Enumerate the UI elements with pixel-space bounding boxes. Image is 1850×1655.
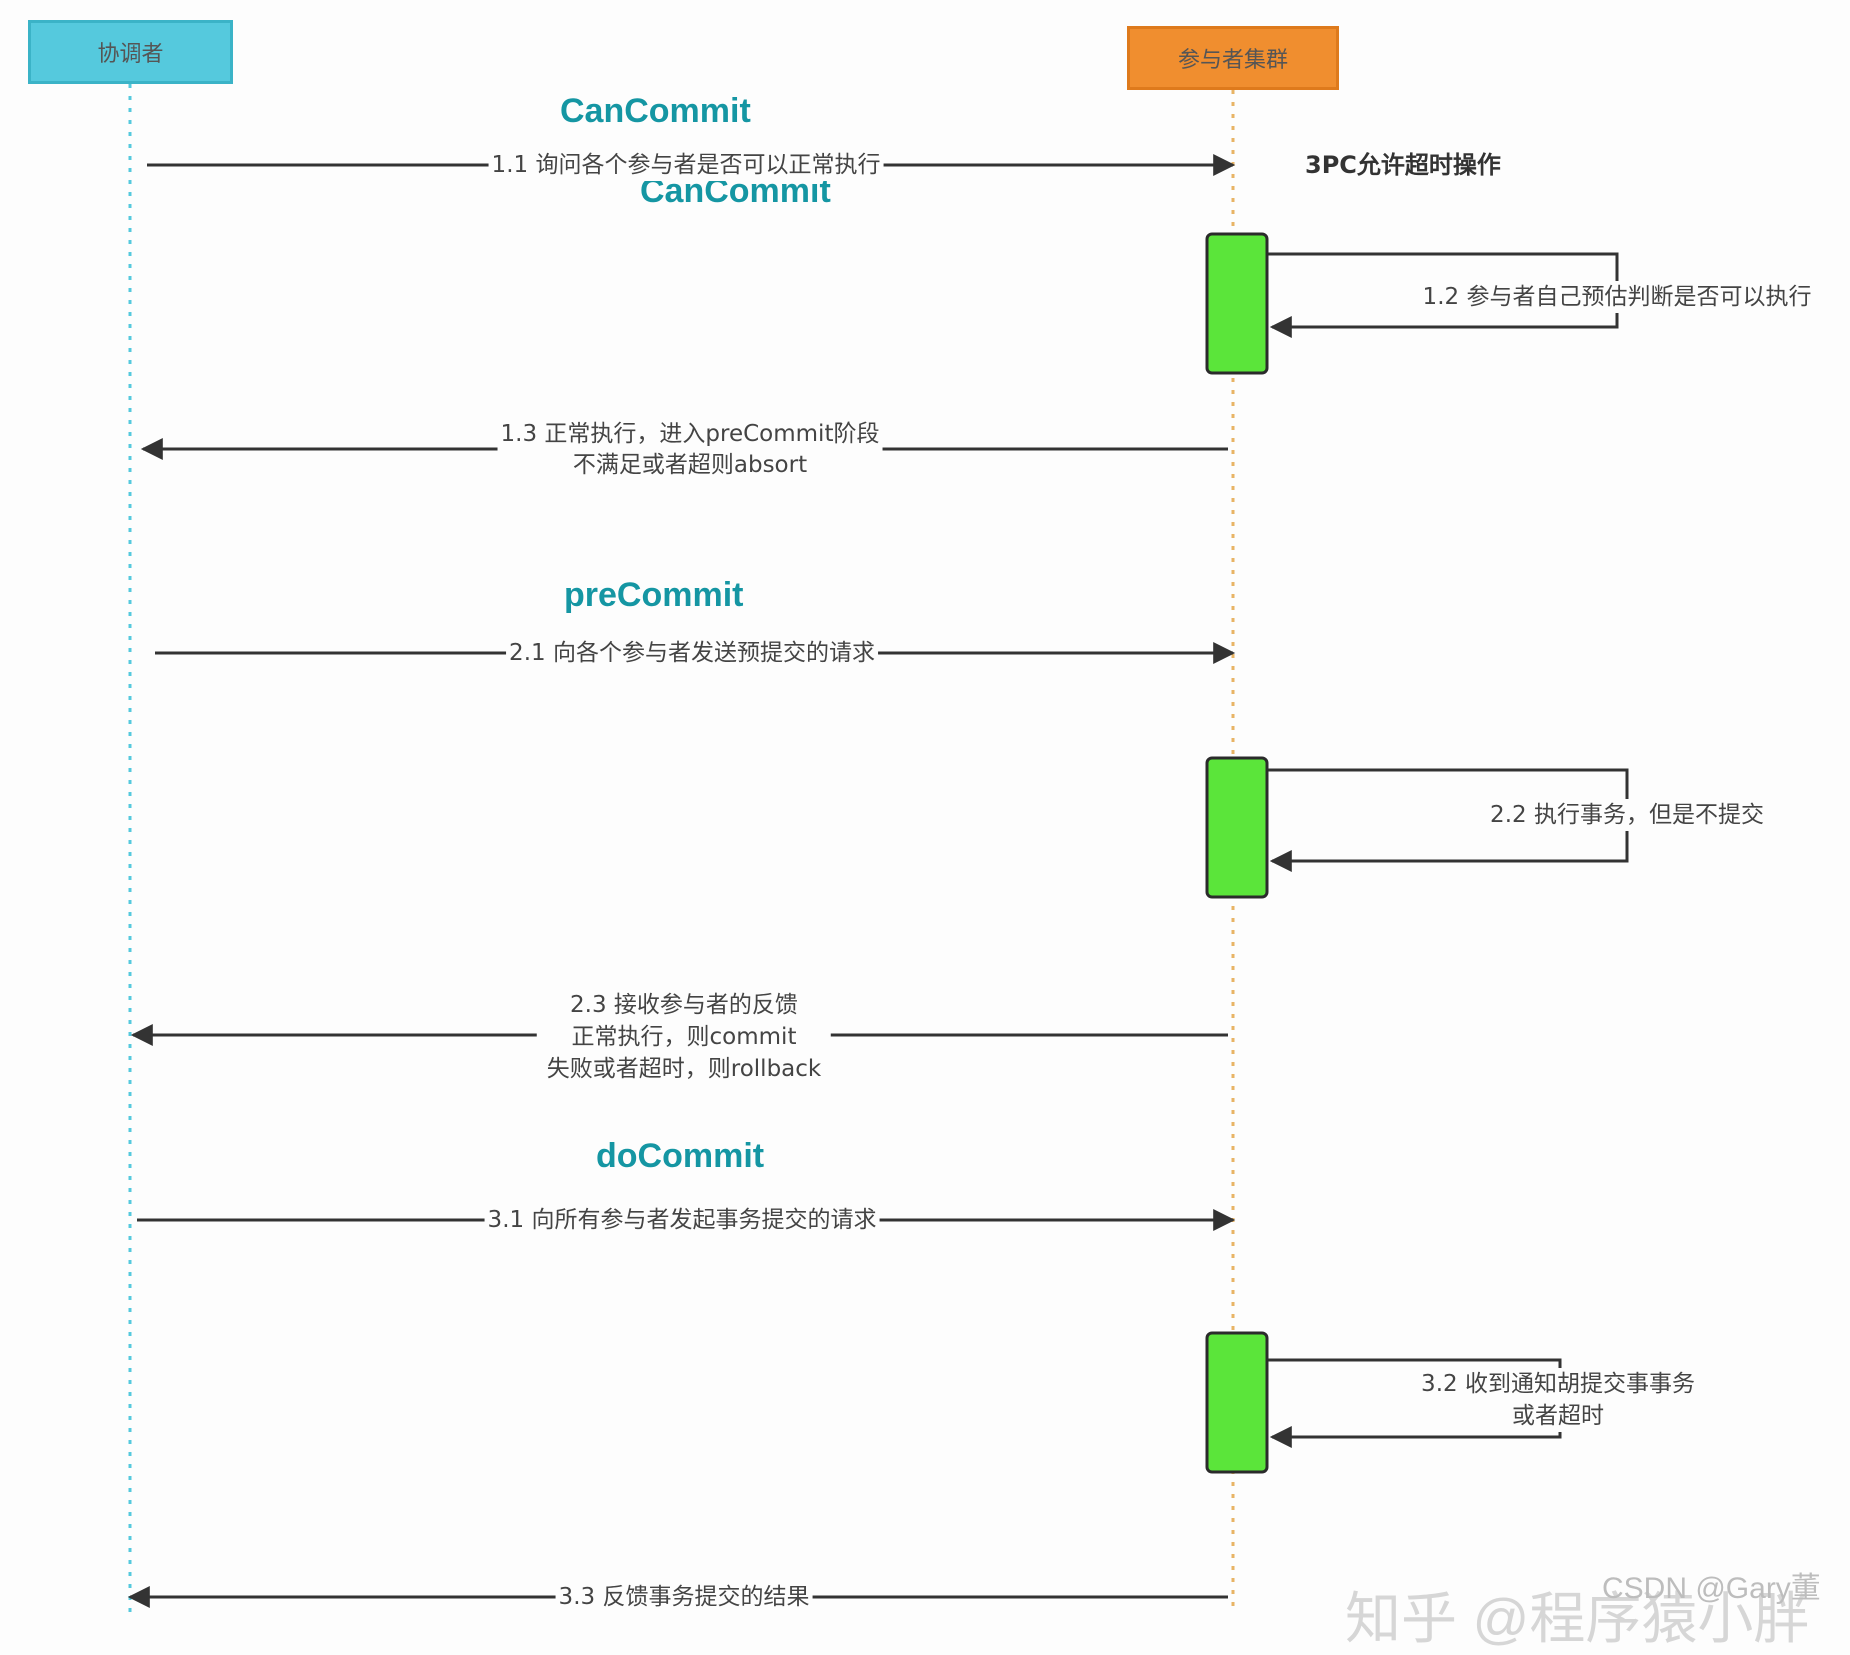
watermark-csdn: CSDN @Gary董	[1602, 1572, 1821, 1605]
message-3-2-line-2: 或者超时	[1511, 1403, 1604, 1429]
message-3-3: 3.3 反馈事务提交的结果	[555, 1581, 813, 1613]
message-2-3-line-1: 2.3 接收参与者的反馈	[570, 992, 798, 1018]
message-2-3-line-3: 失败或者超时，则rollback	[546, 1056, 822, 1082]
coordinator-box: 协调者	[28, 20, 233, 84]
message-3-2: 3.2 收到通知胡提交事事务 或者超时	[1418, 1368, 1698, 1432]
diagram-canvas	[127, 84, 1629, 1614]
message-1-2: 1.2 参与者自己预估判断是否可以执行	[1419, 281, 1815, 313]
message-2-1: 2.1 向各个参与者发送预提交的请求	[506, 637, 878, 669]
message-2-2: 2.2 执行事务，但是不提交	[1487, 799, 1767, 831]
coordinator-label: 协调者	[97, 42, 164, 67]
message-1-3-line-1: 1.3 正常执行，进入preCommit阶段	[500, 421, 880, 447]
message-3-2-line-1: 3.2 收到通知胡提交事事务	[1421, 1371, 1695, 1397]
phase-pre-commit: preCommit	[564, 576, 744, 614]
timeout-note: 3PC允许超时操作	[1305, 151, 1501, 179]
activation-bar-2	[1205, 756, 1269, 899]
phase-can-commit: CanCommit	[560, 92, 751, 130]
participants-box: 参与者集群	[1127, 26, 1339, 90]
message-1-3: 1.3 正常执行，进入preCommit阶段 不满足或者超则absort	[497, 418, 883, 480]
activation-bar-3	[1205, 1331, 1269, 1474]
message-3-1: 3.1 向所有参与者发起事务提交的请求	[484, 1204, 880, 1236]
message-1-3-line-2: 不满足或者超则absort	[572, 452, 808, 478]
message-2-3-line-2: 正常执行，则commit	[571, 1024, 797, 1050]
message-1-1: 1.1 询问各个参与者是否可以正常执行	[488, 149, 884, 181]
activation-bar-1	[1205, 232, 1269, 375]
participants-label: 参与者集群	[1177, 48, 1288, 73]
phase-do-commit: doCommit	[596, 1137, 765, 1175]
message-2-3: 2.3 接收参与者的反馈 正常执行，则commit 失败或者超时，则rollba…	[536, 989, 832, 1085]
sequence-diagram: 协调者 参与者集群 CanCommit CanCommit preCommit …	[28, 20, 1821, 1650]
